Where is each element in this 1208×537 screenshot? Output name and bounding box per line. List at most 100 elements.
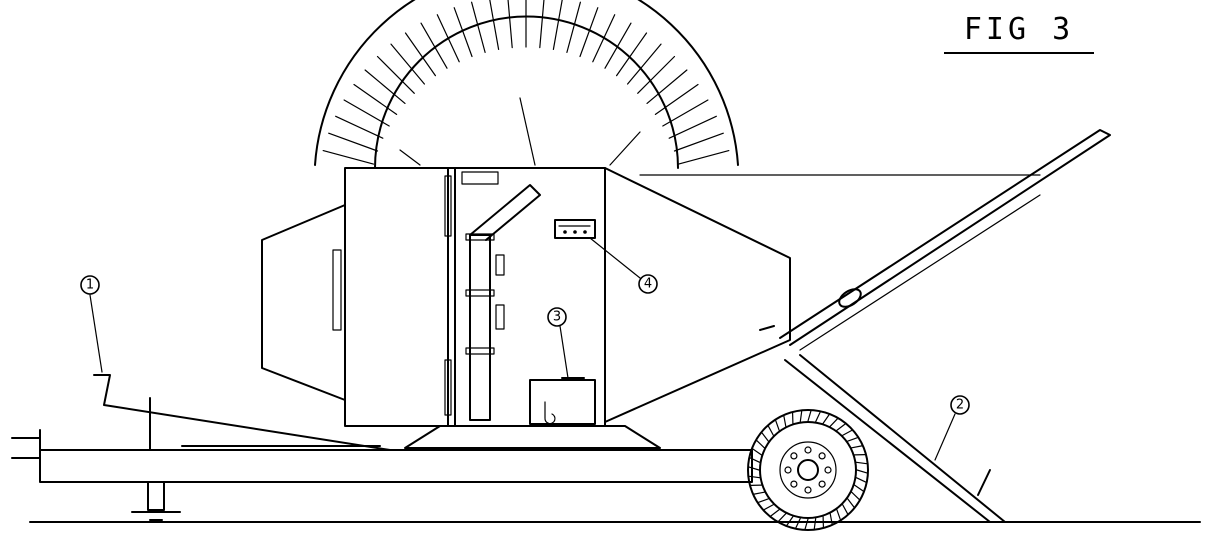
callout-label: 4 (644, 277, 652, 292)
drum-winding (322, 150, 374, 165)
drum-winding (507, 0, 513, 49)
drum-spoke (399, 149, 421, 166)
callout-label: 1 (86, 278, 94, 293)
wheel-bolt (804, 446, 812, 454)
tyre-inner (759, 421, 857, 519)
drum-winding (579, 7, 599, 58)
drum-winding (566, 1, 582, 54)
tread-mark (815, 411, 821, 423)
tread-mark (752, 448, 763, 456)
wheel-bolt (818, 452, 826, 460)
tread-mark (836, 509, 841, 521)
boom-assembly (639, 129, 1111, 523)
wheel-bolt (790, 452, 798, 460)
wheel-bolt (824, 466, 832, 474)
drum-winding (390, 43, 425, 85)
callout-label: 3 (553, 310, 561, 325)
tread-mark (777, 513, 787, 522)
cabinet-vent (461, 171, 499, 185)
wheel-hub (797, 459, 819, 481)
tread-mark (841, 504, 849, 515)
tread-mark (795, 517, 801, 529)
tread-mark (855, 461, 868, 465)
drum-winding (353, 83, 398, 116)
tread-mark (748, 475, 761, 479)
support-leg (147, 481, 165, 511)
tread-mark (799, 410, 803, 423)
tank (529, 379, 596, 425)
callout-label: 2 (956, 398, 964, 413)
wheel-bolt (818, 480, 826, 488)
tread-mark (767, 425, 775, 436)
tread-mark (853, 484, 864, 492)
tread-mark (748, 466, 760, 471)
drum-winding (404, 32, 436, 77)
figure-title: FIG 3 (963, 12, 1075, 47)
drum-winding (668, 115, 717, 139)
drum-winding (552, 0, 563, 51)
callout-3: 3 (547, 307, 569, 379)
drum-winding (592, 14, 616, 63)
chassis (11, 374, 753, 521)
door-hinge (444, 359, 452, 416)
drum-winding (677, 150, 730, 165)
tread-mark (813, 517, 817, 530)
tread-mark (829, 513, 833, 525)
tread-mark (761, 432, 770, 442)
drum-winding (489, 0, 500, 51)
door-hinge (444, 175, 452, 237)
vertical-pipe (469, 234, 491, 421)
control-panel (554, 219, 596, 239)
tread-mark (836, 423, 846, 431)
drum-winding (364, 69, 406, 105)
tread-mark (756, 440, 765, 449)
pipe-flange (465, 233, 495, 241)
tread-mark (851, 491, 860, 500)
drum-winding (637, 55, 676, 94)
pipe-elbow (469, 184, 541, 241)
upper-boom (779, 129, 1111, 346)
tread-mark (822, 414, 830, 424)
drag-arm-skid (977, 469, 991, 496)
pipe-flange (465, 347, 495, 355)
callout-circle (638, 274, 658, 294)
tyre-tread (748, 410, 868, 530)
drum-outer-rim (314, 0, 739, 166)
wheel-bolt (804, 486, 812, 494)
turntable-base (404, 425, 661, 449)
tyre (747, 409, 869, 531)
drum-winding (673, 132, 724, 152)
control-knob (583, 230, 587, 234)
tread-mark (786, 515, 794, 526)
callout-leader (589, 237, 641, 279)
hand-lever (93, 374, 391, 451)
tread-mark (775, 420, 780, 431)
drum-winding (539, 0, 545, 49)
tread-mark (763, 504, 775, 511)
tread-mark (757, 498, 770, 503)
chassis-beam (39, 449, 753, 483)
tank-drain (544, 401, 556, 425)
tread-mark (846, 437, 859, 442)
tread-mark (851, 445, 863, 449)
left-housing-hinge (332, 249, 342, 331)
drum-winding (453, 7, 473, 58)
right-housing (604, 167, 791, 423)
tread-mark (753, 491, 765, 495)
housing-slot (759, 325, 775, 331)
tread-mark (807, 410, 812, 422)
drag-arm (784, 354, 1006, 523)
tread-mark (749, 457, 761, 463)
callout-circle (547, 307, 567, 327)
boom-clamp (838, 288, 862, 308)
callout-2: 2 (934, 395, 970, 461)
callout-1: 1 (80, 275, 103, 373)
drum-winding (615, 32, 648, 77)
drum-winding (471, 1, 486, 54)
drum-winding (646, 69, 688, 105)
tread-mark (829, 418, 839, 427)
transport-wheel (747, 409, 869, 531)
upper-boom-rail (799, 194, 1041, 351)
central-cabinet (344, 167, 606, 427)
